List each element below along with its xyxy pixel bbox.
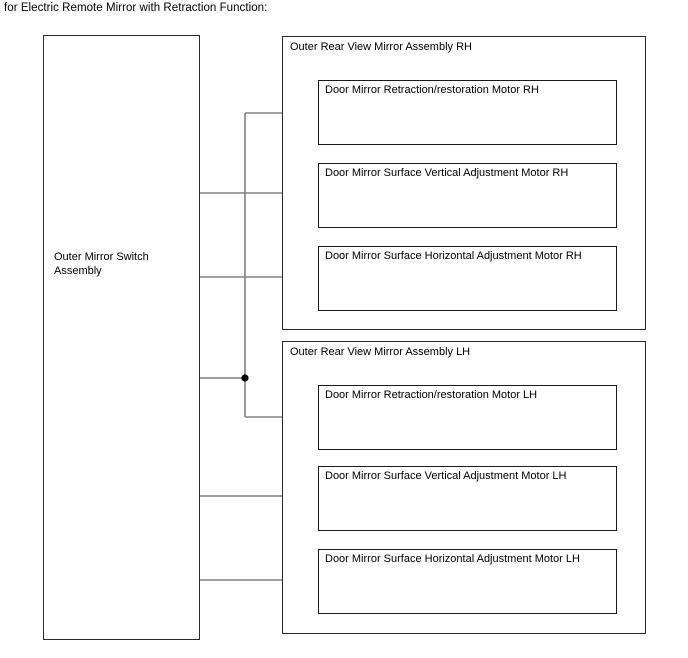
retraction-motor-lh-box[interactable]: Door Mirror Retraction/restoration Motor… — [318, 385, 617, 450]
outer-mirror-switch-assembly-box[interactable]: Outer Mirror Switch Assembly — [43, 35, 200, 640]
vertical-motor-rh-box[interactable]: Door Mirror Surface Vertical Adjustment … — [318, 163, 617, 228]
lh-assembly-label: Outer Rear View Mirror Assembly LH — [290, 346, 471, 358]
retraction-motor-rh-label: Door Mirror Retraction/restoration Motor… — [325, 84, 539, 96]
rh-assembly-label: Outer Rear View Mirror Assembly RH — [290, 41, 472, 53]
vertical-motor-lh-box[interactable]: Door Mirror Surface Vertical Adjustment … — [318, 466, 617, 531]
horizontal-motor-rh-box[interactable]: Door Mirror Surface Horizontal Adjustmen… — [318, 246, 617, 311]
vertical-motor-rh-label: Door Mirror Surface Vertical Adjustment … — [325, 167, 569, 179]
page-title: for Electric Remote Mirror with Retracti… — [4, 2, 268, 14]
horizontal-motor-rh-label: Door Mirror Surface Horizontal Adjustmen… — [325, 250, 582, 262]
retraction-motor-rh-box[interactable]: Door Mirror Retraction/restoration Motor… — [318, 80, 617, 145]
horizontal-motor-lh-box[interactable]: Door Mirror Surface Horizontal Adjustmen… — [318, 549, 617, 614]
retraction-motor-lh-label: Door Mirror Retraction/restoration Motor… — [325, 389, 538, 401]
wire-junction-dot — [241, 374, 249, 382]
outer-mirror-switch-assembly-label: Outer Mirror Switch Assembly — [54, 251, 149, 277]
vertical-motor-lh-label: Door Mirror Surface Vertical Adjustment … — [325, 470, 567, 482]
horizontal-motor-lh-label: Door Mirror Surface Horizontal Adjustmen… — [325, 553, 580, 565]
